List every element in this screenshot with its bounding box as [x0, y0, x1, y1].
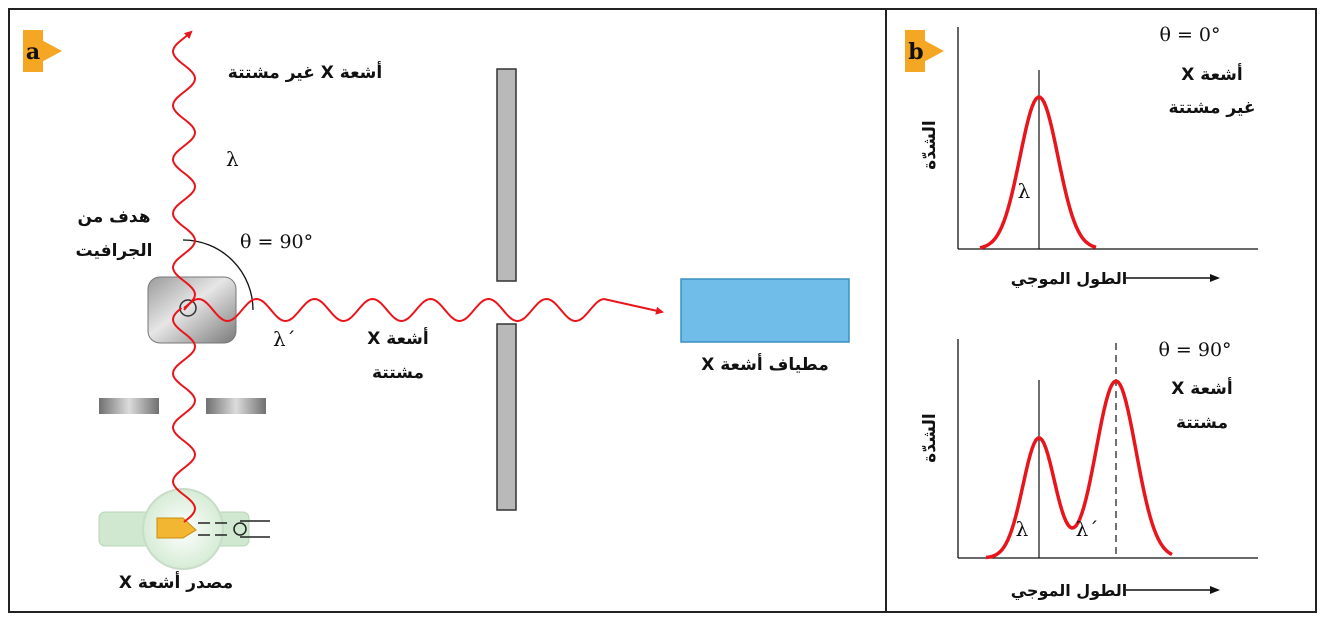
unscattered-label: أشعة X غير مشتتة — [228, 61, 382, 83]
bottom-peak1-label: λ — [1016, 517, 1029, 541]
bottom-xlabel: الطول الموجي — [1011, 581, 1128, 601]
incident-beam — [171, 307, 197, 523]
top-label-line1: أشعة X — [1181, 63, 1242, 85]
outer-frame — [8, 8, 1317, 613]
panel-a: a مصدر أشعة X θ = 90° أشعة X غير — [23, 30, 850, 593]
slit-bottom — [496, 323, 517, 511]
lambda-label: λ — [226, 147, 239, 171]
top-graph: λ θ = 0° أشعة X غير مشتتة الشدّة الطول ا… — [920, 24, 1258, 289]
top-xlabel: الطول الموجي — [1011, 269, 1128, 289]
lambda-prime-label: λ´ — [273, 327, 296, 351]
source-label: مصدر أشعة X — [119, 571, 233, 593]
target-label-line1: هدف من — [77, 207, 150, 227]
collimator-left — [99, 398, 159, 414]
bottom-label-line1: أشعة X — [1171, 377, 1232, 399]
target-label-line2: الجرافيت — [76, 241, 153, 261]
bottom-angle-label: θ = 90° — [1158, 339, 1231, 361]
bottom-label-line2: مشتتة — [1176, 413, 1228, 433]
xray-spectrometer — [680, 278, 850, 343]
angle-arc — [182, 239, 254, 311]
scattered-beam — [183, 297, 664, 323]
bottom-curve — [985, 379, 1173, 560]
source-anode — [156, 517, 197, 539]
collimator-right — [206, 398, 266, 414]
top-peak-label: λ — [1018, 179, 1031, 203]
panel-b: b λ θ = 0° أشعة X غير مشتتة الشدّة الطول… — [905, 24, 1258, 601]
xray-source — [98, 488, 270, 570]
top-curve — [979, 95, 1097, 250]
slit-top — [496, 68, 517, 282]
cathode-icon — [233, 522, 247, 536]
spectrometer-label: مطياف أشعة X — [701, 353, 829, 375]
angle-label: θ = 90° — [240, 231, 313, 253]
bottom-peak2-label: λ´ — [1076, 517, 1099, 541]
badge-a: a — [23, 30, 62, 72]
unscattered-beam — [171, 30, 197, 309]
top-ylabel: الشدّة — [920, 120, 940, 169]
scattered-label-line1: أشعة X — [367, 327, 428, 349]
badge-b-label: b — [908, 39, 923, 65]
badge-a-label: a — [26, 39, 40, 65]
graphite-target — [147, 276, 237, 344]
top-angle-label: θ = 0° — [1159, 24, 1220, 46]
badge-b: b — [905, 30, 944, 72]
top-label-line2: غير مشتتة — [1168, 98, 1255, 118]
bottom-graph: λ λ´ θ = 90° أشعة X مشتتة الشدّة الطول ا… — [920, 339, 1258, 601]
bottom-ylabel: الشدّة — [920, 413, 940, 462]
scattered-label-line2: مشتتة — [372, 363, 424, 383]
